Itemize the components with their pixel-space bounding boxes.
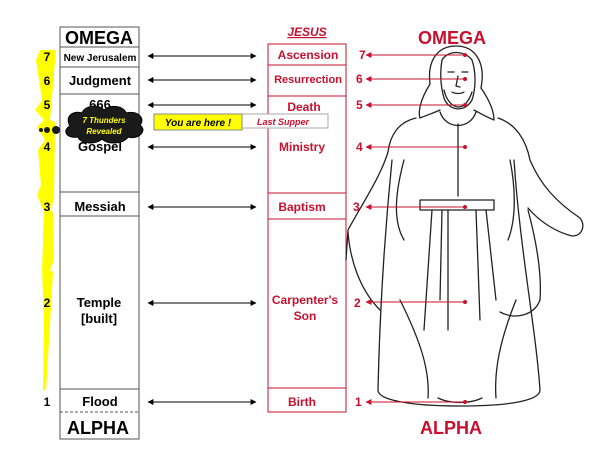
cloud-text-line2: Revealed [86,127,122,136]
row-label: Temple [77,295,122,310]
row-label: Judgment [69,73,132,88]
jesus-column-box [267,43,347,413]
jesus-label: Birth [288,395,316,409]
jesus-label: Resurrection [274,74,342,86]
marker-dot [463,103,467,107]
row-number: 4 [44,140,51,154]
marker-dot [463,205,467,209]
last-supper-label: Last Supper [257,117,310,127]
thunder-cloud-icon [39,105,144,144]
row-number: 5 [44,98,51,112]
row-number: 2 [44,296,51,310]
jesus-header: JESUS [287,25,326,39]
jesus-label-line2: Son [294,309,317,323]
row-label: New Jerusalem [64,53,137,64]
marker-dot [463,53,467,57]
figure-marker: 5 [356,98,363,112]
jesus-figure-illustration [345,45,584,407]
you-are-here-label: You are here ! [165,118,232,129]
jesus-label: Death [287,100,320,114]
left-column-box [59,26,140,440]
row-label: Flood [82,394,117,409]
figure-marker: 3 [353,200,360,214]
jesus-label: Ministry [279,140,325,154]
row-label: Messiah [74,199,125,214]
left-top-label: OMEGA [65,28,133,48]
row-number: 3 [44,200,51,214]
row-number: 7 [44,50,51,64]
jesus-label: Baptism [278,200,325,214]
lightning-bolt-icon [35,50,56,390]
figure-marker: 4 [356,140,363,154]
figure-marker: 1 [355,395,362,409]
figure-bottom-label: ALPHA [420,418,482,438]
jesus-label: Ascension [278,48,339,62]
row-label-line2: [built] [81,311,117,326]
figure-marker: 7 [359,48,366,62]
marker-dot [463,400,467,404]
row-number: 6 [44,74,51,88]
cloud-text-line1: 7 Thunders [82,116,126,125]
marker-dot [463,300,467,304]
figure-marker: 6 [356,72,363,86]
marker-dot [463,145,467,149]
row-number: 1 [44,395,51,409]
you-are-here-badge [153,113,243,131]
jesus-label: Carpenter's [272,293,339,307]
figure-top-label: OMEGA [418,28,486,48]
marker-dot [463,77,467,81]
left-bottom-label: ALPHA [67,418,129,438]
figure-marker: 2 [354,296,361,310]
